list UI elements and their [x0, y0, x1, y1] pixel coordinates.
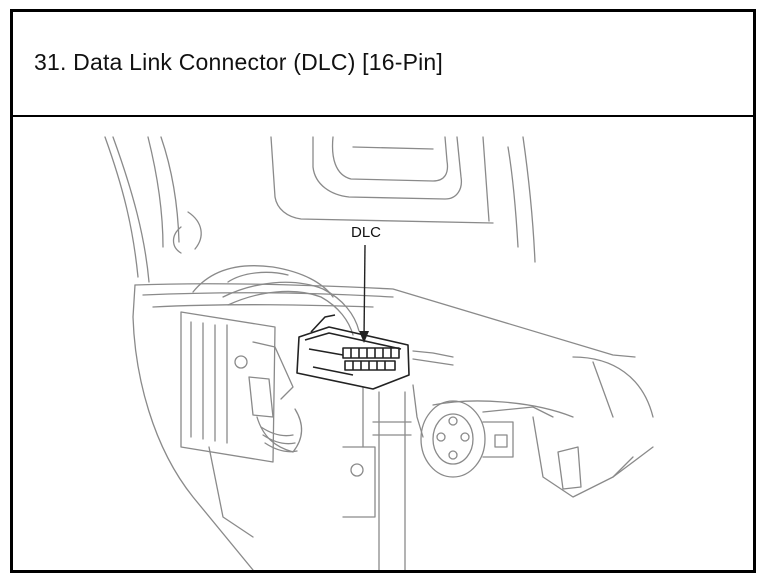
center-support-bracket: [342, 384, 424, 570]
round-switch-assembly: [420, 400, 574, 478]
dlc-callout-label: DLC: [351, 224, 381, 241]
page-title: 31. Data Link Connector (DLC) [16-Pin]: [34, 49, 444, 75]
a-pillar-outline: [104, 136, 202, 283]
upper-dash-panel: [270, 136, 536, 263]
dlc-location-illustration: DLC: [13, 117, 753, 570]
right-kick-panel: [532, 356, 654, 498]
fuse-box-panel: [180, 311, 303, 538]
title-bar: 31. Data Link Connector (DLC) [16-Pin]: [13, 12, 753, 117]
dlc-connector: [296, 314, 410, 390]
wiring-harness: [222, 281, 454, 366]
lower-dash-panel: [132, 265, 636, 570]
dlc-callout-arrow: [359, 244, 369, 343]
dashboard-line-drawing: DLC: [104, 136, 654, 570]
diagram-frame: 31. Data Link Connector (DLC) [16-Pin]: [10, 9, 756, 573]
